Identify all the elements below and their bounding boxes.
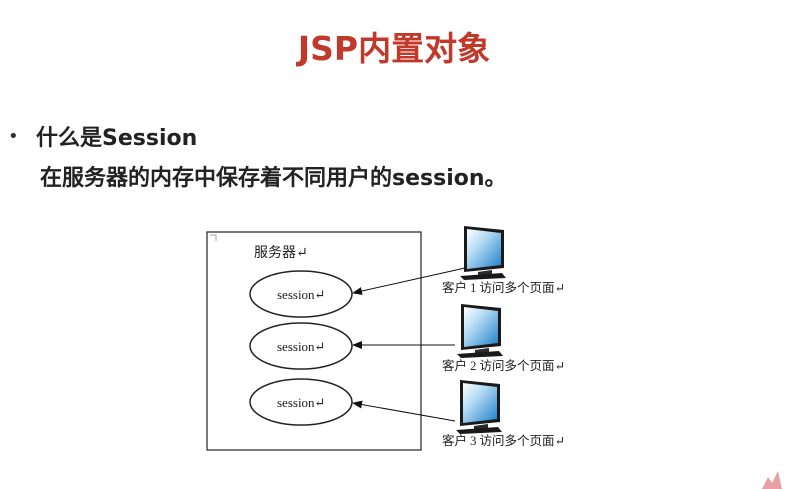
session-ellipse-3 xyxy=(249,378,353,426)
session-ellipse-1 xyxy=(249,270,353,318)
session-label-3: session↵ xyxy=(277,395,325,410)
bullet-body: 在服务器的内存中保存着不同用户的session。 xyxy=(40,166,507,191)
corner-mark-icon xyxy=(210,234,217,241)
client-label-1: 客户 1 访问多个页面↵ xyxy=(442,280,565,295)
session-label-1: session↵ xyxy=(277,287,325,302)
arrow-client-3 xyxy=(352,400,456,422)
session-label-2: session↵ xyxy=(277,339,325,354)
bullet-heading: 什么是Session xyxy=(36,126,198,151)
client-label-3: 客户 3 访问多个页面↵ xyxy=(442,433,565,448)
monitor-icon xyxy=(456,380,502,434)
bullet-dot: • xyxy=(8,126,19,147)
slide-title: JSP内置对象 xyxy=(297,29,491,68)
arrow-client-1 xyxy=(352,267,466,295)
corner-logo-icon xyxy=(762,471,782,489)
monitor-icon xyxy=(457,304,503,358)
client-label-2: 客户 2 访问多个页面↵ xyxy=(442,358,565,373)
monitor-icon xyxy=(460,226,506,280)
server-label: 服务器↵ xyxy=(254,245,308,261)
